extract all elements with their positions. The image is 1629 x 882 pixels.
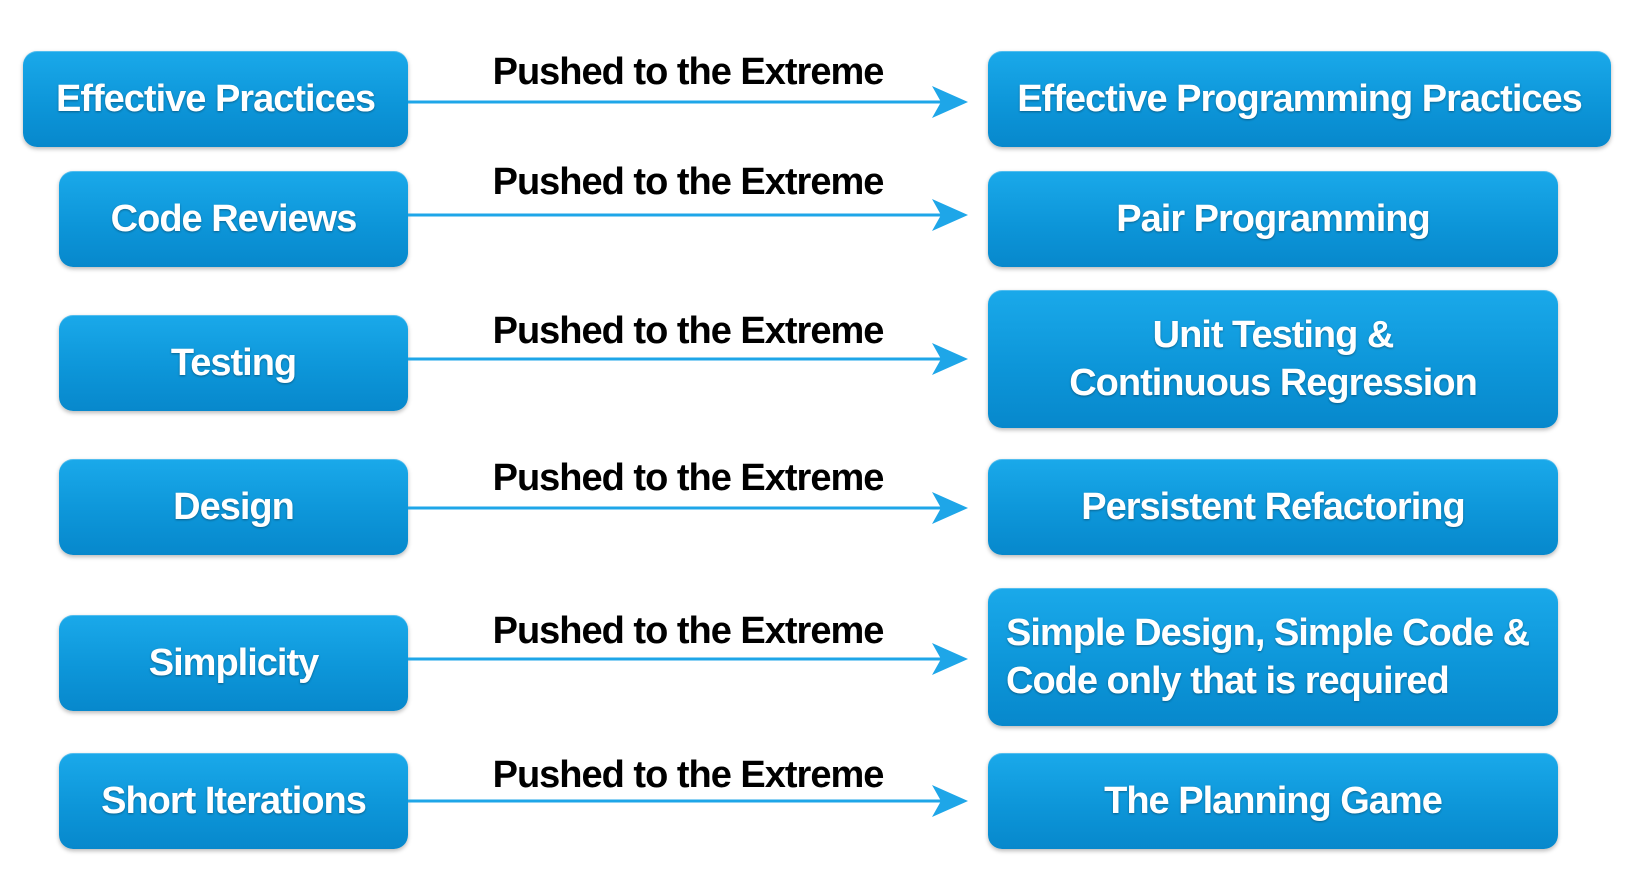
target-box-pair-programming: Pair Programming: [988, 171, 1558, 267]
source-box-code-reviews: Code Reviews: [59, 171, 408, 267]
target-box-persistent-refactoring: Persistent Refactoring: [988, 459, 1558, 555]
source-label: Testing: [170, 342, 297, 384]
source-label: Short Iterations: [101, 780, 367, 822]
target-box-unit-testing: Unit Testing & Continuous Regression: [988, 290, 1558, 428]
target-box-planning-game: The Planning Game: [988, 753, 1558, 849]
source-box-effective-practices: Effective Practices: [23, 51, 408, 147]
right-arrow-icon: [408, 199, 968, 231]
target-label: Unit Testing & Continuous Regression: [1069, 314, 1478, 404]
arrow-label: Pushed to the Extreme: [492, 754, 885, 796]
target-label: Persistent Refactoring: [1081, 486, 1465, 528]
right-arrow-icon: [408, 785, 968, 817]
target-label: Effective Programming Practices: [1017, 78, 1583, 120]
arrow-label: Pushed to the Extreme: [492, 610, 885, 652]
arrow-label: Pushed to the Extreme: [492, 457, 885, 499]
target-label: Simple Design, Simple Code & Code only t…: [1006, 612, 1530, 702]
arrow-label: Pushed to the Extreme: [492, 310, 885, 352]
source-box-testing: Testing: [59, 315, 408, 411]
right-arrow-icon: [408, 492, 968, 524]
source-box-simplicity: Simplicity: [59, 615, 408, 711]
arrow-label: Pushed to the Extreme: [492, 51, 885, 93]
source-box-design: Design: [59, 459, 408, 555]
right-arrow-icon: [408, 86, 968, 118]
target-label: The Planning Game: [1104, 780, 1443, 822]
source-box-short-iterations: Short Iterations: [59, 753, 408, 849]
source-label: Effective Practices: [56, 78, 376, 120]
target-label: Pair Programming: [1116, 198, 1430, 240]
arrow-label: Pushed to the Extreme: [492, 161, 885, 203]
right-arrow-icon: [408, 343, 968, 375]
source-label: Code Reviews: [110, 198, 358, 240]
right-arrow-icon: [408, 643, 968, 675]
target-box-effective-programming-practices: Effective Programming Practices: [988, 51, 1611, 147]
source-label: Simplicity: [148, 642, 319, 684]
target-box-simple-design: Simple Design, Simple Code & Code only t…: [988, 588, 1558, 726]
source-label: Design: [173, 486, 295, 528]
